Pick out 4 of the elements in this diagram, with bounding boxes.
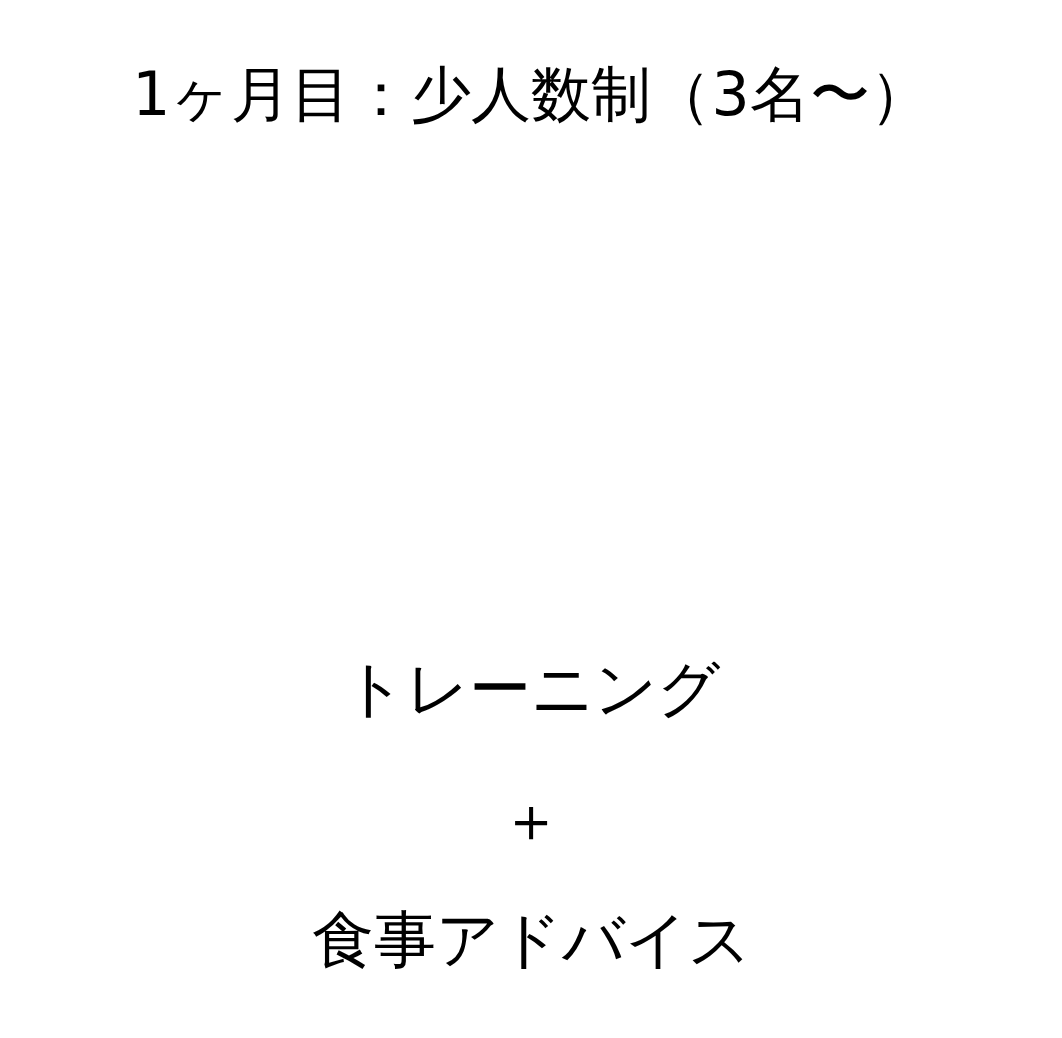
title: 1ヶ月目：少人数制（3名〜）: [131, 58, 931, 130]
label-text: トレーニング: [341, 652, 721, 727]
label-text: 食事アドバイス: [310, 903, 752, 978]
label-text: ＋: [499, 783, 563, 858]
